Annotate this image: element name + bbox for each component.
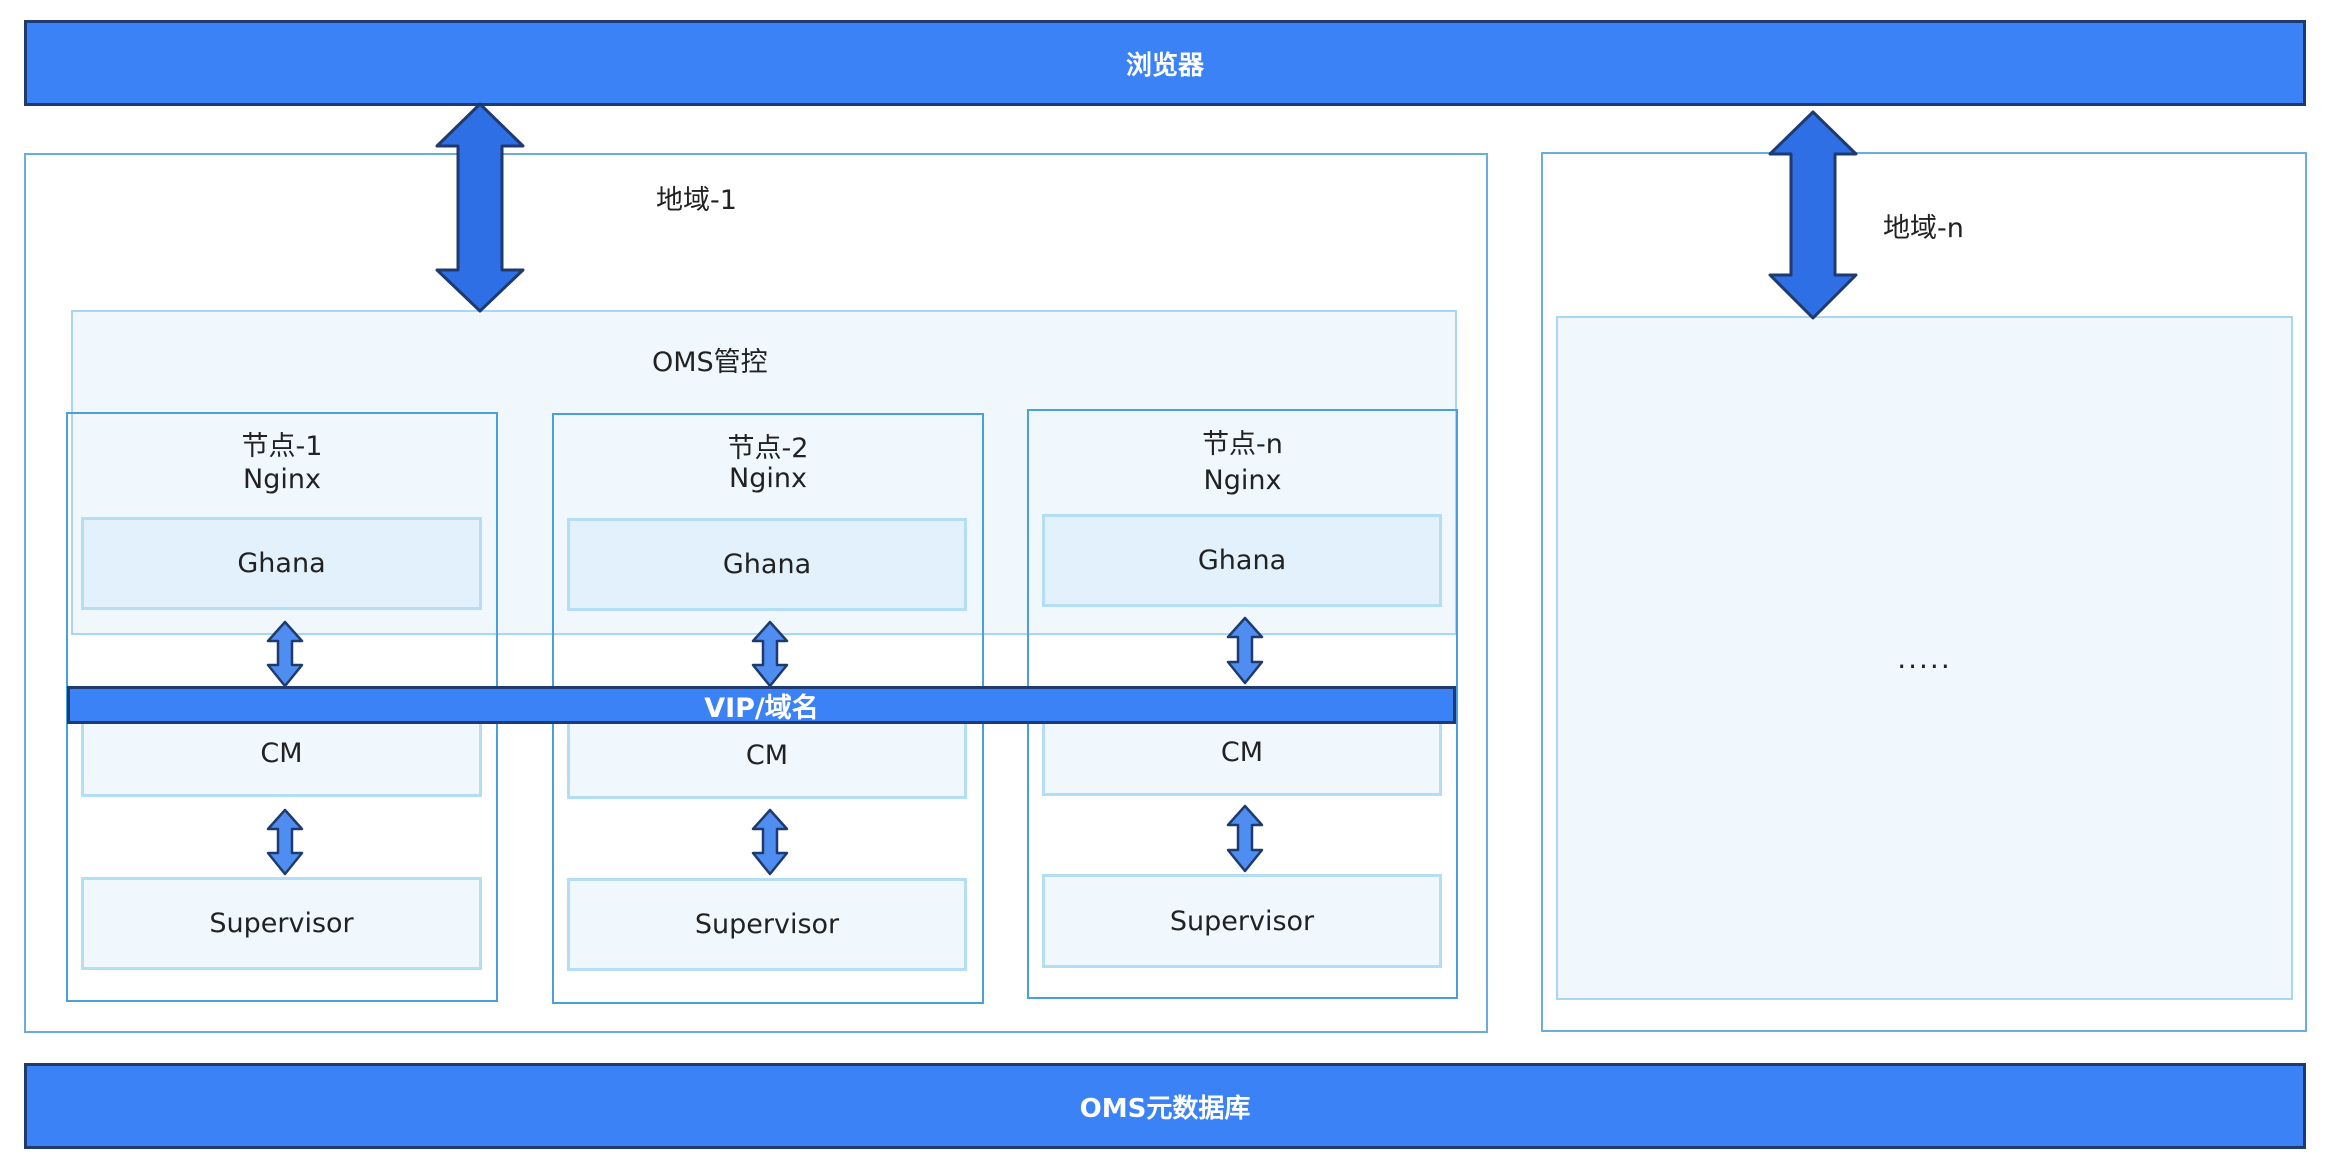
node-n-cm-supervisor-arrow <box>1226 804 1264 873</box>
node-1-supervisor: Supervisor <box>81 877 482 970</box>
browser-bar: 浏览器 <box>24 20 2306 106</box>
node-1-cm: CM <box>81 710 482 797</box>
node-2-cm-supervisor-arrow <box>751 808 789 876</box>
node-n-supervisor: Supervisor <box>1042 874 1442 968</box>
node-n-cm-label: CM <box>1220 736 1264 768</box>
browser-region-n-arrow <box>1768 110 1858 320</box>
node-2-cm: CM <box>567 712 967 799</box>
node-2-proxy: Nginx <box>729 463 807 494</box>
node-n-ghana: Ghana <box>1042 514 1442 607</box>
node-1-proxy: Nginx <box>243 464 321 495</box>
node-n-ghana-label: Ghana <box>1197 545 1287 576</box>
node-2-title: 节点-2 <box>727 433 809 464</box>
node-n-supervisor-label: Supervisor <box>1169 905 1315 937</box>
node-1-cm-label: CM <box>260 738 303 769</box>
node-n-ghana-vip-arrow <box>1226 616 1264 685</box>
oms-management-label: OMS管控 <box>652 347 768 378</box>
vip-domain-label: VIP/域名 <box>704 692 819 724</box>
region-n-label: 地域-n <box>1883 213 1964 244</box>
node-2-cm-label: CM <box>745 740 789 771</box>
vip-domain-bar: VIP/域名 <box>67 686 1456 724</box>
node-1-ghana: Ghana <box>81 517 482 610</box>
region-1-label: 地域-1 <box>656 185 737 216</box>
node-2-ghana-label: Ghana <box>722 549 812 580</box>
node-1-ghana-label: Ghana <box>237 548 326 579</box>
node-n-proxy: Nginx <box>1203 465 1282 496</box>
browser-region-1-arrow <box>435 102 525 313</box>
region-n-placeholder-panel: ..... <box>1556 316 2293 1000</box>
node-2-ghana: Ghana <box>567 518 967 611</box>
node-1-cm-supervisor-arrow <box>266 808 304 876</box>
node-1-supervisor-label: Supervisor <box>209 908 354 939</box>
browser-label: 浏览器 <box>1125 50 1204 81</box>
region-n-placeholder: ..... <box>1897 641 1952 675</box>
node-2-supervisor-label: Supervisor <box>694 909 840 940</box>
metadata-db-label: OMS元数据库 <box>1079 1093 1251 1124</box>
node-n-title: 节点-n <box>1202 429 1283 460</box>
node-1-title: 节点-1 <box>241 431 323 462</box>
metadata-db-bar: OMS元数据库 <box>24 1063 2306 1149</box>
node-2-supervisor: Supervisor <box>567 878 967 971</box>
